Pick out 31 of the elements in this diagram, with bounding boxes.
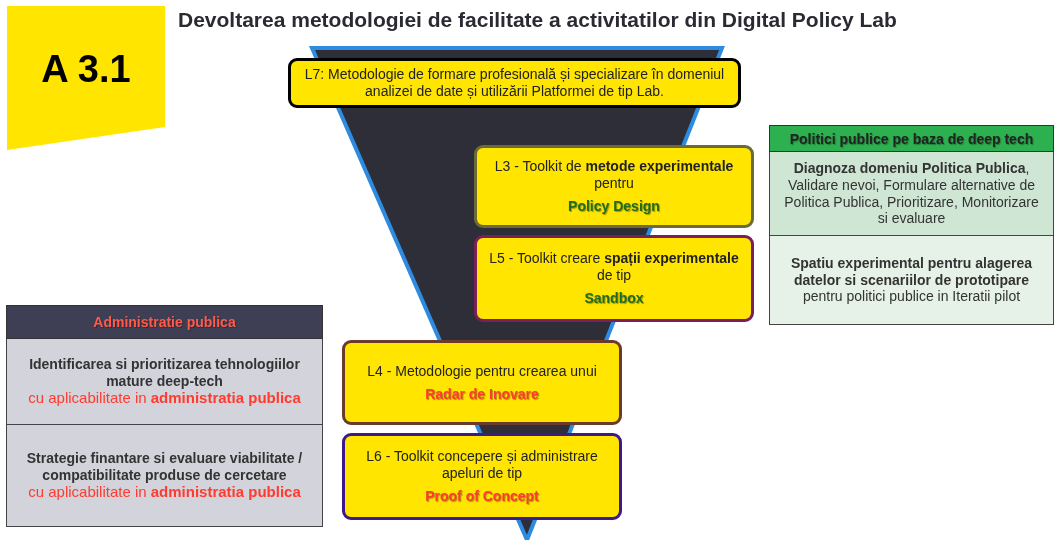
description-text: Strategie finantare si evaluare viabilitate / compatibilitate produse de cercetare	[25, 449, 304, 484]
level-keyword: Sandbox	[584, 289, 644, 307]
description-text: L5 - Toolkit creare spații experimentale de tip	[488, 250, 740, 284]
section-number: A 3.1	[41, 48, 131, 91]
diagram-title: Devoltarea metodologiei de facilitate a activitatilor din Digital Policy Lab	[178, 8, 897, 32]
level-box	[474, 235, 754, 322]
level-box	[474, 145, 754, 228]
description-text: L7: Metodologie de formare profesională și specializare în domeniul analizei de date și utilizării Platformei de tip Lab.	[303, 66, 726, 100]
level-box	[288, 58, 741, 108]
header-text: Politici publice pe baza de deep tech	[789, 130, 1034, 147]
description-text: L3 - Toolkit de metode experimentale pentru	[493, 158, 735, 192]
table-row	[769, 152, 1054, 236]
section-badge	[7, 6, 165, 150]
applicability-note: cu aplicabilitate in administratia publica	[28, 483, 301, 502]
header-text: Administratie publica	[93, 314, 236, 330]
description-text: L4 - Metodologie pentru crearea unui	[367, 362, 597, 380]
table-row	[769, 236, 1054, 325]
level-keyword: Policy Design	[568, 197, 660, 215]
applicability-note: cu aplicabilitate in administratia publica	[28, 389, 301, 408]
table-header	[769, 125, 1054, 152]
level-box	[342, 340, 622, 425]
description-text: Spatiu experimental pentru alagerea datelor si scenariilor de prototipare pentru politici publice in Iteratii pilot	[789, 254, 1034, 306]
table-row	[6, 339, 323, 425]
table-row	[6, 425, 323, 527]
level-keyword: Radar de Inovare	[425, 385, 539, 403]
description-text: Identificarea si prioritizarea tehnologiilor mature deep-tech	[28, 355, 301, 390]
level-keyword: Proof of Concept	[425, 487, 539, 505]
description-text: L6 - Toolkit concepere și administrare apeluri de tip	[365, 448, 599, 482]
level-box	[342, 433, 622, 520]
table-header	[6, 305, 323, 339]
description-text: Diagnoza domeniu Politica Publica, Validare nevoi, Formulare alternative de Politica Publica, Prioritizare, Monitorizare si evaluare	[783, 159, 1040, 228]
